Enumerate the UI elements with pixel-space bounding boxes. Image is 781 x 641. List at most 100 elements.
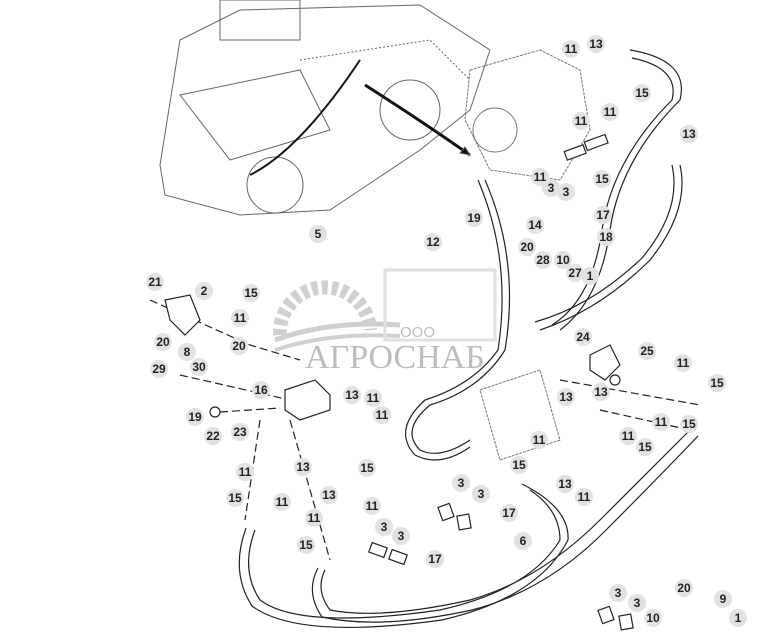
callout-11: 11 <box>363 497 381 515</box>
callout-23: 23 <box>231 423 249 441</box>
combine-harvester-drawing <box>159 0 491 216</box>
callout-number: 1 <box>587 269 594 283</box>
callout-11: 11 <box>652 413 670 431</box>
callout-circle <box>636 438 654 456</box>
callout-number: 15 <box>512 458 526 472</box>
callout-15: 15 <box>358 459 376 477</box>
callout-number: 11 <box>655 415 668 429</box>
callout-number: 15 <box>360 461 374 475</box>
callout-1: 1 <box>729 609 747 627</box>
callout-number: 11 <box>604 105 617 119</box>
callout-circle <box>518 238 536 256</box>
callout-circle <box>530 431 548 449</box>
callout-circle <box>729 609 747 627</box>
callout-circle <box>581 267 599 285</box>
callout-circle <box>150 360 168 378</box>
callout-number: 11 <box>565 42 578 56</box>
callout-circle <box>154 333 172 351</box>
callout-number: 3 <box>548 181 555 195</box>
callout-number: 21 <box>148 275 162 289</box>
callout-circle <box>638 342 656 360</box>
callout-11: 11 <box>601 103 619 121</box>
callout-circle <box>526 216 544 234</box>
callout-circle <box>644 609 662 627</box>
callout-15: 15 <box>680 415 698 433</box>
callout-circle <box>343 386 361 404</box>
callout-number: 19 <box>188 410 202 424</box>
callout-circle <box>426 550 444 568</box>
callout-number: 13 <box>558 477 572 491</box>
callout-number: 11 <box>376 408 389 422</box>
callout-15: 15 <box>297 536 315 554</box>
callout-14: 14 <box>526 216 544 234</box>
callout-circle <box>472 485 490 503</box>
callout-circle <box>562 40 580 58</box>
callout-17: 17 <box>426 550 444 568</box>
callout-number: 23 <box>233 425 247 439</box>
callout-number: 28 <box>536 253 550 267</box>
callout-11: 11 <box>364 389 382 407</box>
callout-28: 28 <box>534 251 552 269</box>
callout-27: 27 <box>566 264 584 282</box>
callout-circle <box>628 594 646 612</box>
callout-number: 18 <box>599 230 613 244</box>
callout-circle <box>574 328 592 346</box>
callout-circle <box>675 579 693 597</box>
callout-circle <box>252 381 270 399</box>
callout-number: 11 <box>276 495 289 509</box>
callout-15: 15 <box>636 438 654 456</box>
callout-number: 8 <box>184 345 191 359</box>
callout-number: 3 <box>615 586 622 600</box>
callout-number: 15 <box>299 538 313 552</box>
callout-number: 13 <box>296 460 310 474</box>
callout-2: 2 <box>195 282 213 300</box>
callout-1: 1 <box>581 267 599 285</box>
callout-number: 15 <box>635 86 649 100</box>
callout-20: 20 <box>154 333 172 351</box>
callout-15: 15 <box>593 170 611 188</box>
components <box>164 133 634 631</box>
callout-6: 6 <box>514 532 532 550</box>
callout-20: 20 <box>518 238 536 256</box>
callout-circle <box>572 112 590 130</box>
callout-15: 15 <box>226 489 244 507</box>
callout-29: 29 <box>150 360 168 378</box>
callout-number: 15 <box>682 417 696 431</box>
callout-circle <box>364 389 382 407</box>
callout-3: 3 <box>375 518 393 536</box>
callout-13: 13 <box>294 458 312 476</box>
callout-3: 3 <box>452 474 470 492</box>
callout-circle <box>592 383 610 401</box>
callout-circle <box>230 337 248 355</box>
callout-number: 10 <box>646 611 660 625</box>
watermark-logo: ООО АГРОСНАБ <box>272 268 497 376</box>
callout-number: 2 <box>201 284 208 298</box>
callout-number: 20 <box>520 240 534 254</box>
callout-number: 11 <box>578 490 591 504</box>
callout-13: 13 <box>343 386 361 404</box>
callout-circle <box>500 504 518 522</box>
callout-circle <box>566 264 584 282</box>
callout-number: 3 <box>563 185 570 199</box>
callout-25: 25 <box>638 342 656 360</box>
callout-11: 11 <box>305 509 323 527</box>
callout-circle <box>556 475 574 493</box>
callout-circle <box>619 427 637 445</box>
callout-number: 11 <box>534 170 547 184</box>
callout-12: 12 <box>424 233 442 251</box>
callout-circle <box>294 458 312 476</box>
callout-21: 21 <box>146 273 164 291</box>
callout-17: 17 <box>500 504 518 522</box>
callout-circle <box>392 527 410 545</box>
callout-number: 6 <box>520 534 527 548</box>
callout-number: 17 <box>596 208 610 222</box>
callout-number: 19 <box>467 211 481 225</box>
callout-circle <box>601 103 619 121</box>
callout-circle <box>557 183 575 201</box>
callout-circle <box>674 354 692 372</box>
callout-number: 17 <box>502 506 516 520</box>
callout-number: 22 <box>206 429 220 443</box>
callout-circle <box>273 493 291 511</box>
callout-13: 13 <box>592 383 610 401</box>
